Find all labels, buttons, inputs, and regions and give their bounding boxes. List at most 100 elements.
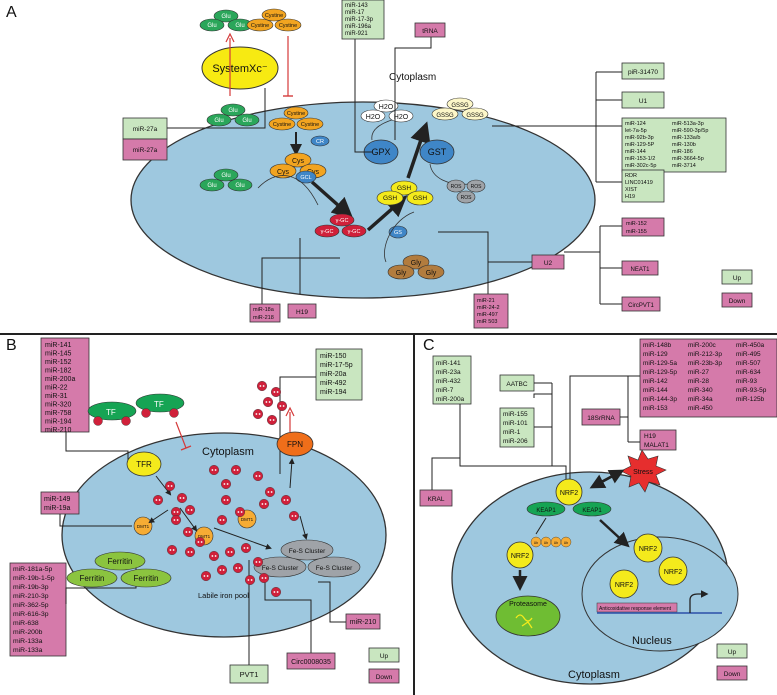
iron-dot-highlight [190, 509, 193, 511]
iron-dot-highlight [250, 579, 253, 581]
svg-text:Ub: Ub [554, 541, 559, 545]
svg-text:NRF2: NRF2 [511, 553, 529, 560]
svg-text:GSH: GSH [413, 195, 427, 202]
svg-text:PVT1: PVT1 [240, 670, 259, 679]
svg-text:H2O: H2O [394, 114, 409, 121]
svg-text:Glu: Glu [207, 23, 216, 29]
svg-text:Glu: Glu [214, 118, 223, 124]
svg-text:TF: TF [106, 408, 116, 417]
svg-text:Anticoxidative response elemen: Anticoxidative response element [599, 606, 672, 612]
iron-dot [170, 515, 181, 526]
legend-down-swatch [721, 292, 753, 308]
svg-text:Glu: Glu [221, 173, 230, 179]
tfr-receptor [126, 451, 162, 477]
panel-c-connectors [431, 375, 640, 490]
svg-text:Circ0008035: Circ0008035 [291, 659, 331, 666]
iron-dot [200, 571, 211, 582]
svg-text:Up: Up [733, 275, 742, 282]
svg-text:GSH: GSH [383, 195, 397, 202]
svg-text:H2O: H2O [366, 114, 381, 121]
iron-dot [265, 487, 276, 498]
svg-text:γ-GC: γ-GC [348, 229, 361, 235]
box-neat1: NEAT1 [621, 260, 659, 276]
fes-cluster-group: Fe-S Cluster Fe-S Cluster Fe-S Cluster [253, 539, 361, 578]
iron-dot-highlight [188, 531, 191, 533]
iron-dot-highlight [238, 567, 241, 569]
svg-text:GSSG: GSSG [436, 113, 454, 119]
svg-text:Cystine: Cystine [279, 23, 297, 29]
degraded-fragments-icon [515, 614, 533, 629]
iron-dot-highlight [255, 561, 258, 563]
svg-text:miR-27a: miR-27a [133, 126, 158, 133]
svg-text:Cystine: Cystine [273, 122, 291, 128]
tf-inhibit-line [175, 421, 187, 449]
svg-text:Fe-S Cluster: Fe-S Cluster [262, 565, 299, 572]
nrf2-translocation-arrow [599, 519, 630, 548]
panel-a: A Cytoplasm SystemXc⁻ Glu Glu Glu Cystin… [6, 0, 753, 329]
iron-dot-highlight [258, 561, 261, 563]
iron-dot-highlight [258, 413, 261, 415]
h2o-cluster: H2O H2O H2O [360, 99, 414, 123]
iron-dot-highlight [264, 503, 267, 505]
fpn-exporter [276, 431, 314, 457]
svg-text:Cystine: Cystine [301, 122, 319, 128]
nrf2-nucleus-left [609, 569, 639, 599]
proteasome [495, 595, 561, 637]
svg-text:NRF2: NRF2 [639, 546, 657, 553]
svg-text:Cys: Cys [292, 158, 305, 165]
keap1-right [572, 501, 612, 517]
iron-dot-highlight [282, 405, 285, 407]
svg-text:Down: Down [724, 671, 741, 678]
system-xc-transporter [201, 46, 279, 90]
svg-text:U2: U2 [544, 260, 553, 267]
iron-dot [234, 507, 245, 518]
iron-dot-highlight [291, 515, 294, 517]
cr-enzyme [310, 135, 330, 147]
iron-dot-highlight [283, 499, 286, 501]
box-c-aatbc: AATBC [499, 374, 535, 392]
iron-dot [184, 547, 195, 558]
svg-text:AATBC: AATBC [506, 381, 527, 388]
svg-text:Stress: Stress [633, 469, 653, 476]
panel-c-legend: Up Down [716, 643, 748, 681]
svg-text:Glu: Glu [235, 23, 244, 29]
cystine-cluster-extracellular: Cystine Cystine Cystine [246, 8, 302, 32]
iron-dot [208, 551, 219, 562]
iron-dot-highlight [230, 551, 233, 553]
svg-text:NRF2: NRF2 [664, 569, 682, 576]
panel-b-arrows [148, 458, 308, 550]
iron-dot [176, 493, 187, 504]
nrf2-nucleus-top [633, 533, 663, 563]
svg-text:Fe-S Cluster: Fe-S Cluster [289, 548, 326, 555]
svg-text:KRAL: KRAL [428, 496, 445, 503]
iron-dot-highlight [211, 555, 214, 557]
iron-dot-highlight [261, 503, 264, 505]
iron-dot [289, 511, 300, 522]
svg-text:Glu: Glu [242, 118, 251, 124]
dmt1-left [133, 516, 153, 536]
svg-text:H2O: H2O [379, 104, 394, 111]
box-c-kral: KRAL [419, 489, 453, 507]
panel-a-letter: A [6, 4, 17, 21]
svg-text:Up: Up [380, 653, 389, 660]
iron-dot-highlight [187, 551, 190, 553]
svg-text:TF: TF [154, 400, 164, 409]
panel-a-connectors [167, 36, 622, 305]
iron-dot [194, 537, 205, 548]
box-trna: tRNA [414, 22, 446, 38]
svg-text:Ub: Ub [564, 541, 569, 545]
iron-dot-highlight [273, 391, 276, 393]
iron-dot-highlight [214, 469, 217, 471]
svg-text:Glu: Glu [207, 183, 216, 189]
tf-left: TF [87, 401, 137, 426]
iron-dot [208, 465, 219, 476]
keap1-to-ub-arrow [535, 517, 547, 535]
